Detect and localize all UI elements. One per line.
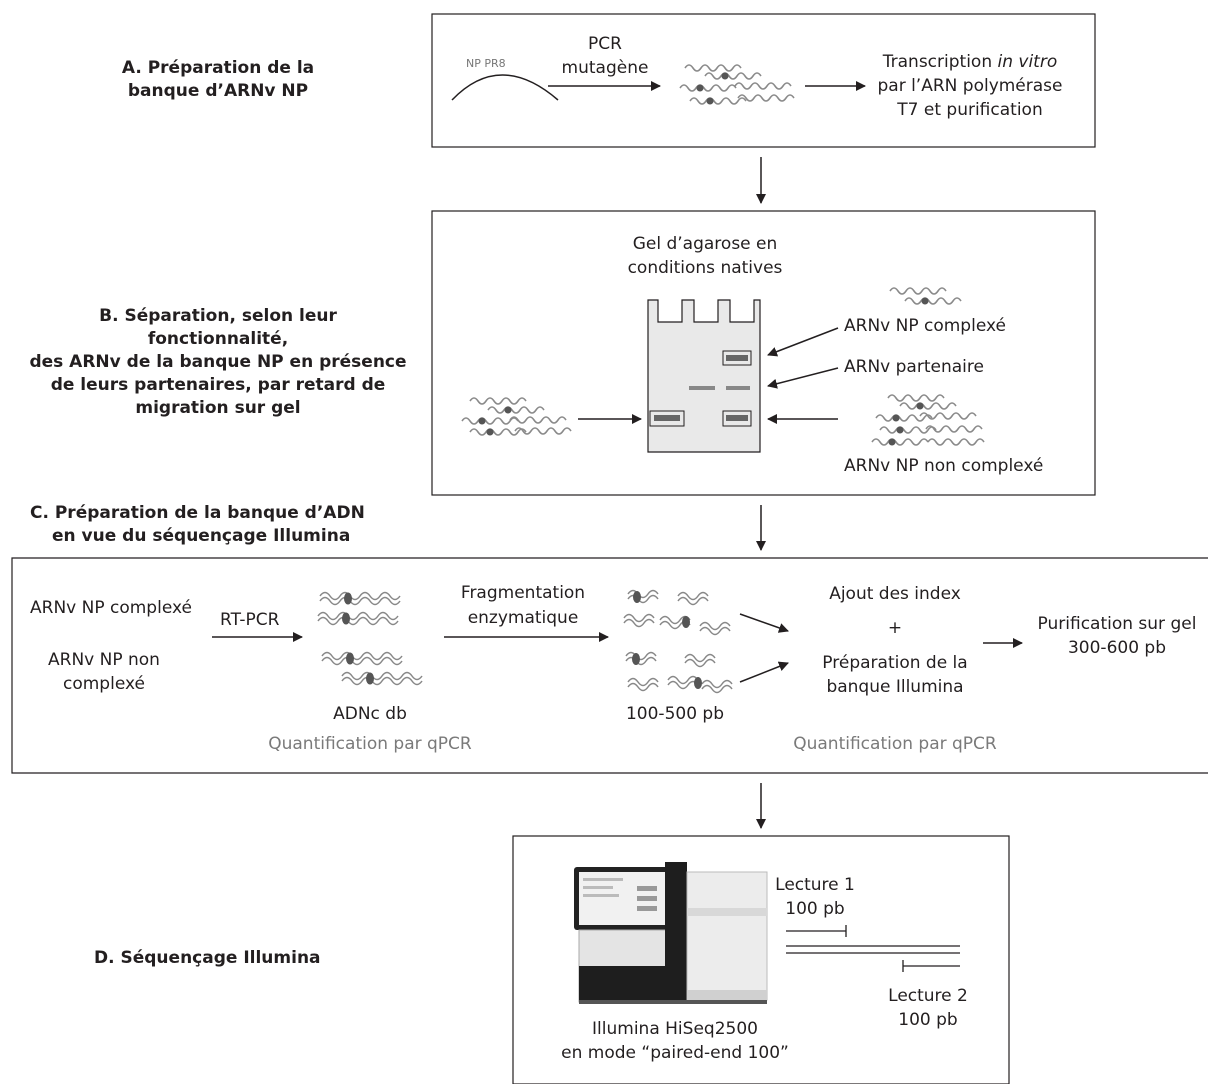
rna-uncomplexed [871, 394, 985, 447]
gel-band-partner-1 [689, 386, 715, 390]
gel-band-input [649, 410, 685, 427]
plus-label: + [887, 618, 903, 638]
machine-label-line2: en mode “paired-end 100” [561, 1043, 789, 1063]
sequencer-icon [574, 862, 768, 1004]
index-label: Ajout des index [829, 584, 961, 604]
pcr-label-line1: PCR [588, 34, 622, 54]
purification-line1: Purification sur gel [1037, 614, 1197, 634]
transcription-line1: Transcription in vitro [865, 51, 1075, 74]
gel-label-line2: conditions natives [627, 258, 783, 278]
gel-band-uncomplexed [722, 410, 752, 427]
rna-complexed [889, 287, 962, 306]
input-uncomplexed-line1: ARNv NP non [48, 650, 160, 670]
arrow-partner [767, 367, 839, 389]
read2-label-line2: 100 pb [898, 1010, 958, 1030]
arrow-to-index [739, 613, 789, 633]
rna-library-a [679, 64, 795, 106]
transcription-line3: T7 et purification [897, 100, 1043, 120]
stage-c-title-line1: C. Préparation de la banque d’ADN [30, 503, 365, 523]
stage-b-title-line2: des ARNv de la banque NP en présence [29, 352, 407, 372]
stage-c-title-line2: en vue du séquençage Illumina [52, 526, 351, 546]
gel-band-partner-2 [726, 386, 750, 390]
box-a [431, 13, 1096, 148]
box-c [11, 557, 1208, 774]
plasmid-arc [451, 74, 559, 101]
prep-label-line1: Préparation de la [822, 653, 968, 673]
size-label-1: 100-500 pb [625, 704, 724, 724]
stage-b-title-line1: B. Séparation, selon leur fonctionnalité… [99, 306, 337, 349]
fragmentation-line2: enzymatique [467, 608, 579, 628]
stage-b-title-line4: migration sur gel [135, 398, 301, 418]
transcription-text: Transcription [882, 52, 998, 72]
box-d [512, 835, 1010, 1084]
fragmentation-line1: Fragmentation [460, 583, 586, 603]
stage-a-title: A. Préparation de la banque d’ARNv NP [88, 57, 348, 103]
read1-label-line1: Lecture 1 [775, 875, 855, 895]
label-complexed: ARNv NP complexé [844, 316, 1006, 336]
purification-line2: 300-600 pb [1067, 638, 1166, 658]
input-uncomplexed-line2: complexé [63, 674, 145, 694]
stage-d-title-line1: D. Séquençage Illumina [94, 948, 321, 968]
quant-label-2: Quantification par qPCR [793, 734, 997, 754]
gel-label-line1: Gel d’agarose en [632, 234, 778, 254]
quant-label-1: Quantification par qPCR [268, 734, 472, 754]
transcription-line2: par l’ARN polymérase [877, 76, 1063, 96]
plasmid-label: NP PR8 [466, 57, 506, 70]
box-b [431, 210, 1096, 496]
stage-a-title-line1: A. Préparation de la [121, 58, 315, 78]
stage-d-title: D. Séquençage Illumina [94, 947, 334, 970]
arrow-complexed [767, 327, 839, 357]
transcription-in-vitro: in vitro [997, 52, 1058, 72]
input-complexed: ARNv NP complexé [30, 598, 192, 618]
stage-c-title: C. Préparation de la banque d’ADN en vue… [30, 502, 390, 548]
prep-label-line2: banque Illumina [826, 677, 964, 697]
read1-label-line2: 100 pb [785, 899, 845, 919]
rna-input-b [461, 397, 572, 437]
label-uncomplexed: ARNv NP non complexé [844, 456, 1044, 476]
read2-label-line1: Lecture 2 [888, 986, 968, 1006]
label-partner: ARNv partenaire [844, 357, 984, 377]
stage-b-title-line3: de leurs partenaires, par retard de [50, 375, 386, 395]
pcr-label-line2: mutagène [561, 58, 649, 78]
arrow-to-prep [739, 661, 789, 683]
fragments-group [623, 589, 733, 694]
stage-b-title: B. Séparation, selon leur fonctionnalité… [28, 305, 408, 420]
gel-band-complexed [722, 350, 752, 366]
adnc-label: ADNc db [333, 704, 407, 724]
machine-label-line1: Illumina HiSeq2500 [592, 1019, 758, 1039]
dsdna-group [317, 591, 423, 686]
gel [647, 299, 761, 453]
rtpcr-label: RT-PCR [220, 610, 280, 630]
stage-a-title-line2: banque d’ARNv NP [127, 81, 309, 101]
